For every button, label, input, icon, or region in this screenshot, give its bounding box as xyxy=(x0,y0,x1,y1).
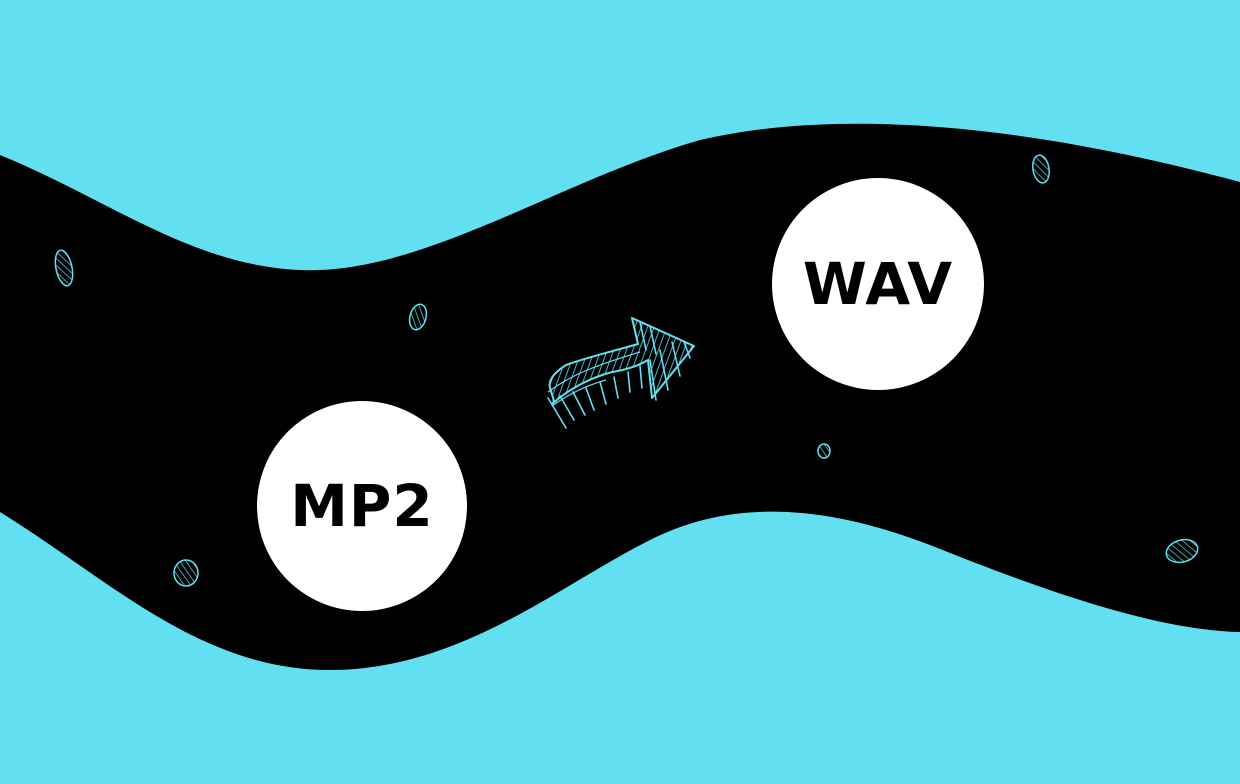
sketch-arrow-icon xyxy=(547,317,695,429)
source-format-circle: MP2 xyxy=(257,401,467,611)
target-format-label: WAV xyxy=(802,250,954,318)
hatched-dot-icon xyxy=(173,559,199,587)
target-format-circle: WAV xyxy=(772,178,984,390)
hatched-dot-icon xyxy=(1032,154,1050,184)
source-format-label: MP2 xyxy=(290,472,434,540)
hatched-dot-icon xyxy=(1165,538,1199,564)
hatched-dot-icon xyxy=(817,443,831,459)
hatched-dot-icon xyxy=(54,249,74,287)
hatched-dot-icon xyxy=(408,303,428,331)
wave-band xyxy=(0,123,1240,671)
